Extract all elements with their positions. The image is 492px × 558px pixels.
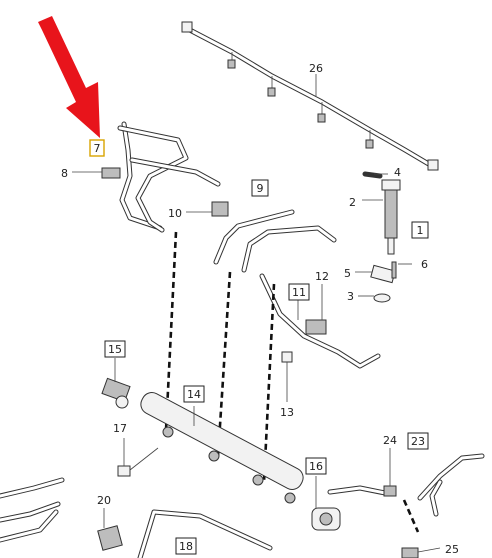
callout-box-7: 7 [89,139,105,157]
callout-24: 24 [383,434,397,447]
callout-18: 18 [179,540,193,553]
callout-5: 5 [344,267,351,280]
fuel-rail-harness [181,21,439,171]
callout-box-1: 1 [411,221,429,239]
callout-15: 15 [108,343,122,356]
pipe-group-left [72,121,221,233]
pressure-sensor [101,358,131,409]
callout-13: 13 [280,406,294,419]
callout-7: 7 [94,142,101,155]
callout-20: 20 [97,494,111,507]
callout-9: 9 [257,182,264,195]
pressure-valve [311,476,341,531]
return-pipe [259,273,381,402]
callout-3: 3 [347,290,354,303]
callout-23: 23 [411,435,425,448]
callout-box-14: 14 [183,385,205,403]
callout-box-15: 15 [104,340,126,358]
callout-16: 16 [309,460,323,473]
callout-1: 1 [417,224,424,237]
callout-box-23: 23 [407,432,429,450]
callout-25: 25 [445,543,459,556]
callout-6: 6 [421,258,428,271]
pipe-group-center [186,201,337,273]
callout-10: 10 [168,207,182,220]
callout-box-18: 18 [175,537,197,555]
callout-box-11: 11 [288,283,310,301]
callout-8: 8 [61,167,68,180]
callout-2: 2 [349,196,356,209]
callout-4: 4 [394,166,401,179]
callout-12: 12 [315,270,329,283]
callout-11: 11 [292,286,306,299]
callout-17: 17 [113,422,127,435]
lower-pipes [0,477,273,558]
callout-26: 26 [309,62,323,75]
callout-14: 14 [187,388,201,401]
right-hoses [327,448,485,558]
common-rail [140,392,304,504]
connection-dashes [164,231,420,533]
callout-box-9: 9 [251,179,269,197]
mounting-bolt [117,438,159,477]
injector-assembly [355,171,412,303]
callout-box-16: 16 [305,457,327,475]
red-arrow-icon [38,16,100,138]
